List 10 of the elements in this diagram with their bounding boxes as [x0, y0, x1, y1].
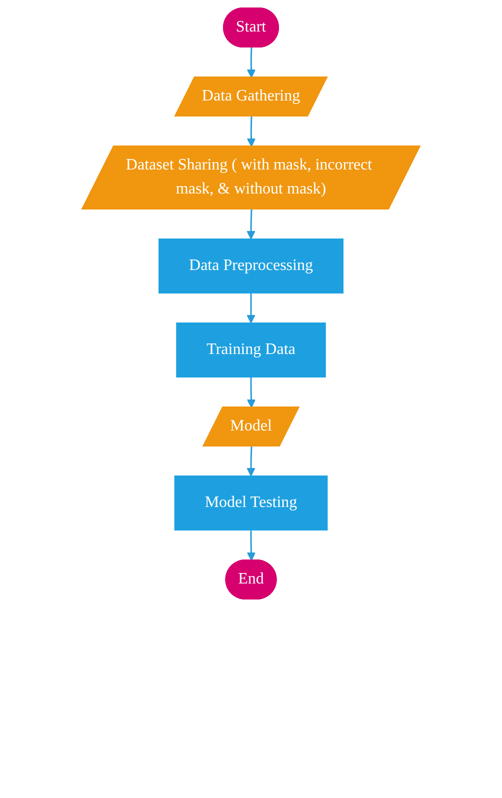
arrow: [246, 530, 256, 561]
node-box: Model Testing: [174, 476, 328, 530]
node-box: Data Preprocessing: [158, 238, 344, 294]
arrow: [246, 209, 256, 240]
arrow: [246, 116, 256, 147]
arrow: [246, 47, 256, 78]
arrow: [246, 377, 256, 408]
arrow: [246, 446, 256, 476]
arrow: [246, 293, 256, 324]
node-box: Training Data: [176, 322, 326, 378]
